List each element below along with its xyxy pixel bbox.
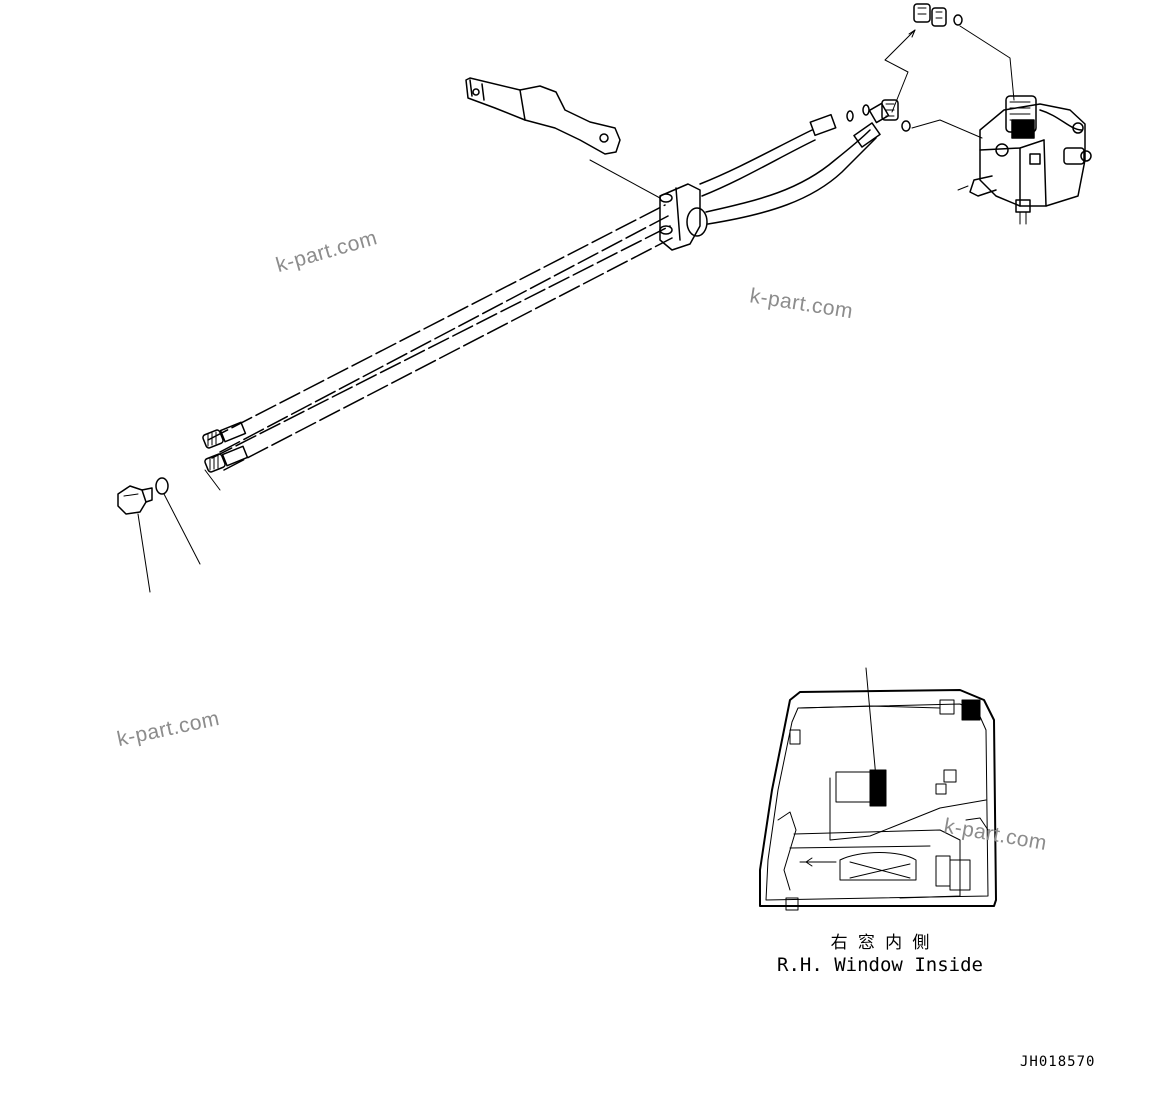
plug-leader-line [137, 513, 151, 593]
o-ring-left [155, 477, 169, 495]
bracket-leader-line [589, 159, 661, 199]
caption-english: R.H. Window Inside [777, 954, 983, 976]
o-ring-mid-b [862, 104, 870, 116]
plug [117, 485, 153, 515]
flow-arrow-line [884, 29, 916, 113]
o-ring-leader-line [163, 493, 201, 565]
hose-upper-a [699, 113, 837, 197]
cab-inset [759, 689, 997, 911]
drawing-id: JH018570 [1020, 1054, 1096, 1070]
hose-clamp [659, 183, 708, 251]
elbow-fitting-top [913, 3, 947, 27]
flow-arrow-head [908, 29, 916, 38]
hose-pair [204, 204, 673, 491]
hose-fitting-left [202, 421, 249, 473]
elbow-fitting-mid [881, 99, 899, 121]
o-ring-mid-c [901, 120, 911, 132]
inset-leader-line [865, 667, 879, 801]
hose-upper-b [705, 102, 890, 225]
valve-leader-mid [911, 119, 983, 139]
caption-japanese: 右 窓 内 側 [830, 933, 930, 953]
pilot-valve [957, 95, 1092, 225]
o-ring-mid-a [846, 110, 854, 122]
valve-leader-top [959, 25, 1015, 101]
o-ring-top [953, 14, 963, 26]
bracket [465, 77, 621, 155]
